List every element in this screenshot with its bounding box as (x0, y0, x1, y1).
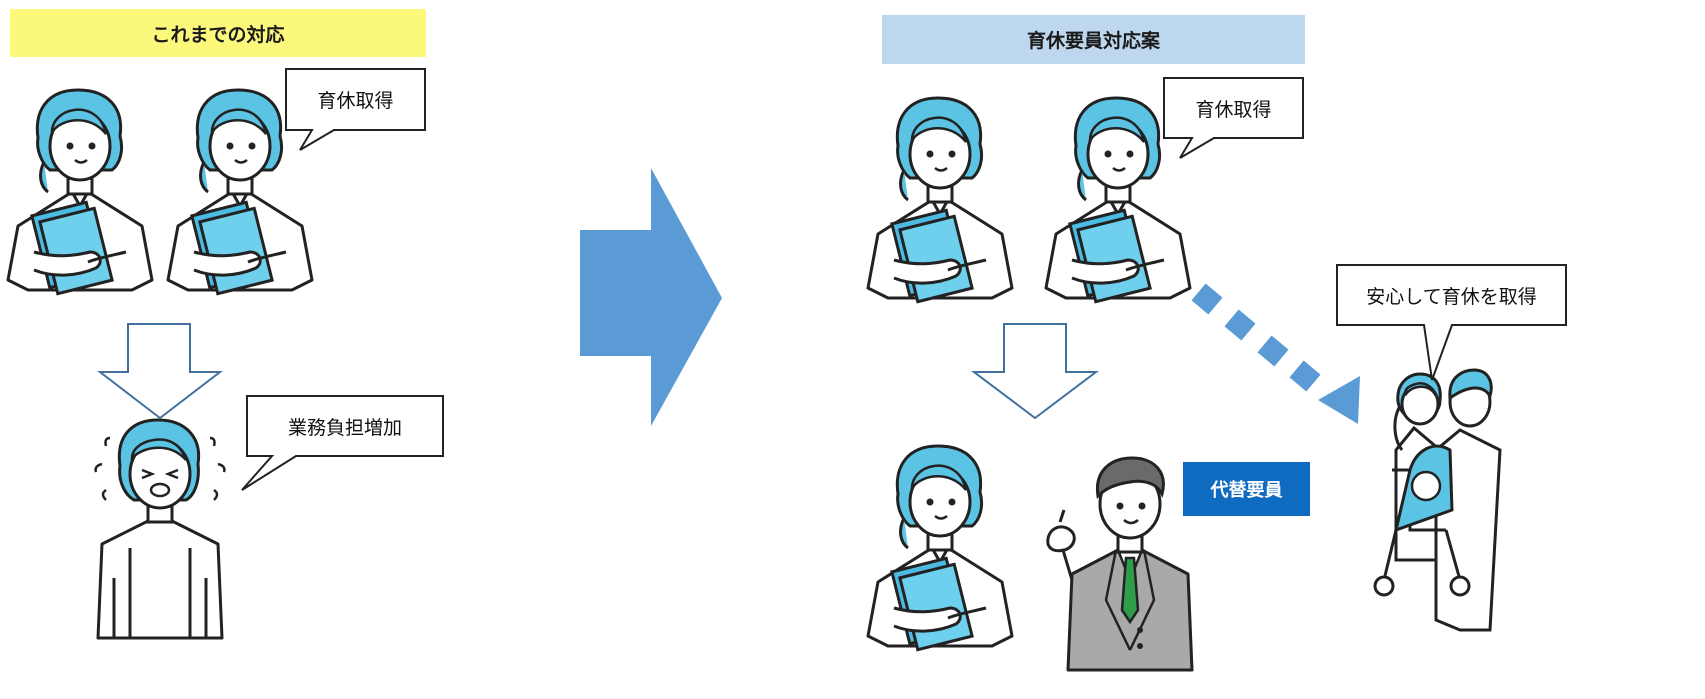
left-down-arrow (97, 323, 223, 420)
heading-current-approach: これまでの対応 (10, 9, 426, 57)
speech-bubble-family (1336, 264, 1567, 381)
dashed-arrow-to-family (1191, 283, 1360, 424)
right-down-arrow (971, 323, 1099, 420)
bubble-text-left-bottom: 業務負担増加 (287, 416, 402, 439)
big-right-arrow (580, 168, 722, 426)
woman-right-3 (866, 444, 1014, 652)
speech-bubble-left-top (285, 68, 426, 151)
bubble-text-right-top: 育休取得 (1195, 98, 1272, 121)
bubble-text-family: 安心して育休を取得 (1366, 285, 1537, 308)
speech-bubble-right-top (1163, 77, 1304, 159)
family-with-stroller (1373, 368, 1502, 632)
substitute-man (1046, 456, 1194, 672)
heading-proposal: 育休要員対応案 (882, 15, 1305, 64)
woman-right-1 (866, 96, 1014, 304)
bubble-text-left-top: 育休取得 (317, 90, 394, 112)
substitute-staff-badge: 代替要員 (1183, 462, 1310, 516)
woman-left-1 (6, 88, 154, 296)
speech-bubble-left-bottom (241, 395, 444, 491)
stressed-woman (94, 418, 226, 640)
